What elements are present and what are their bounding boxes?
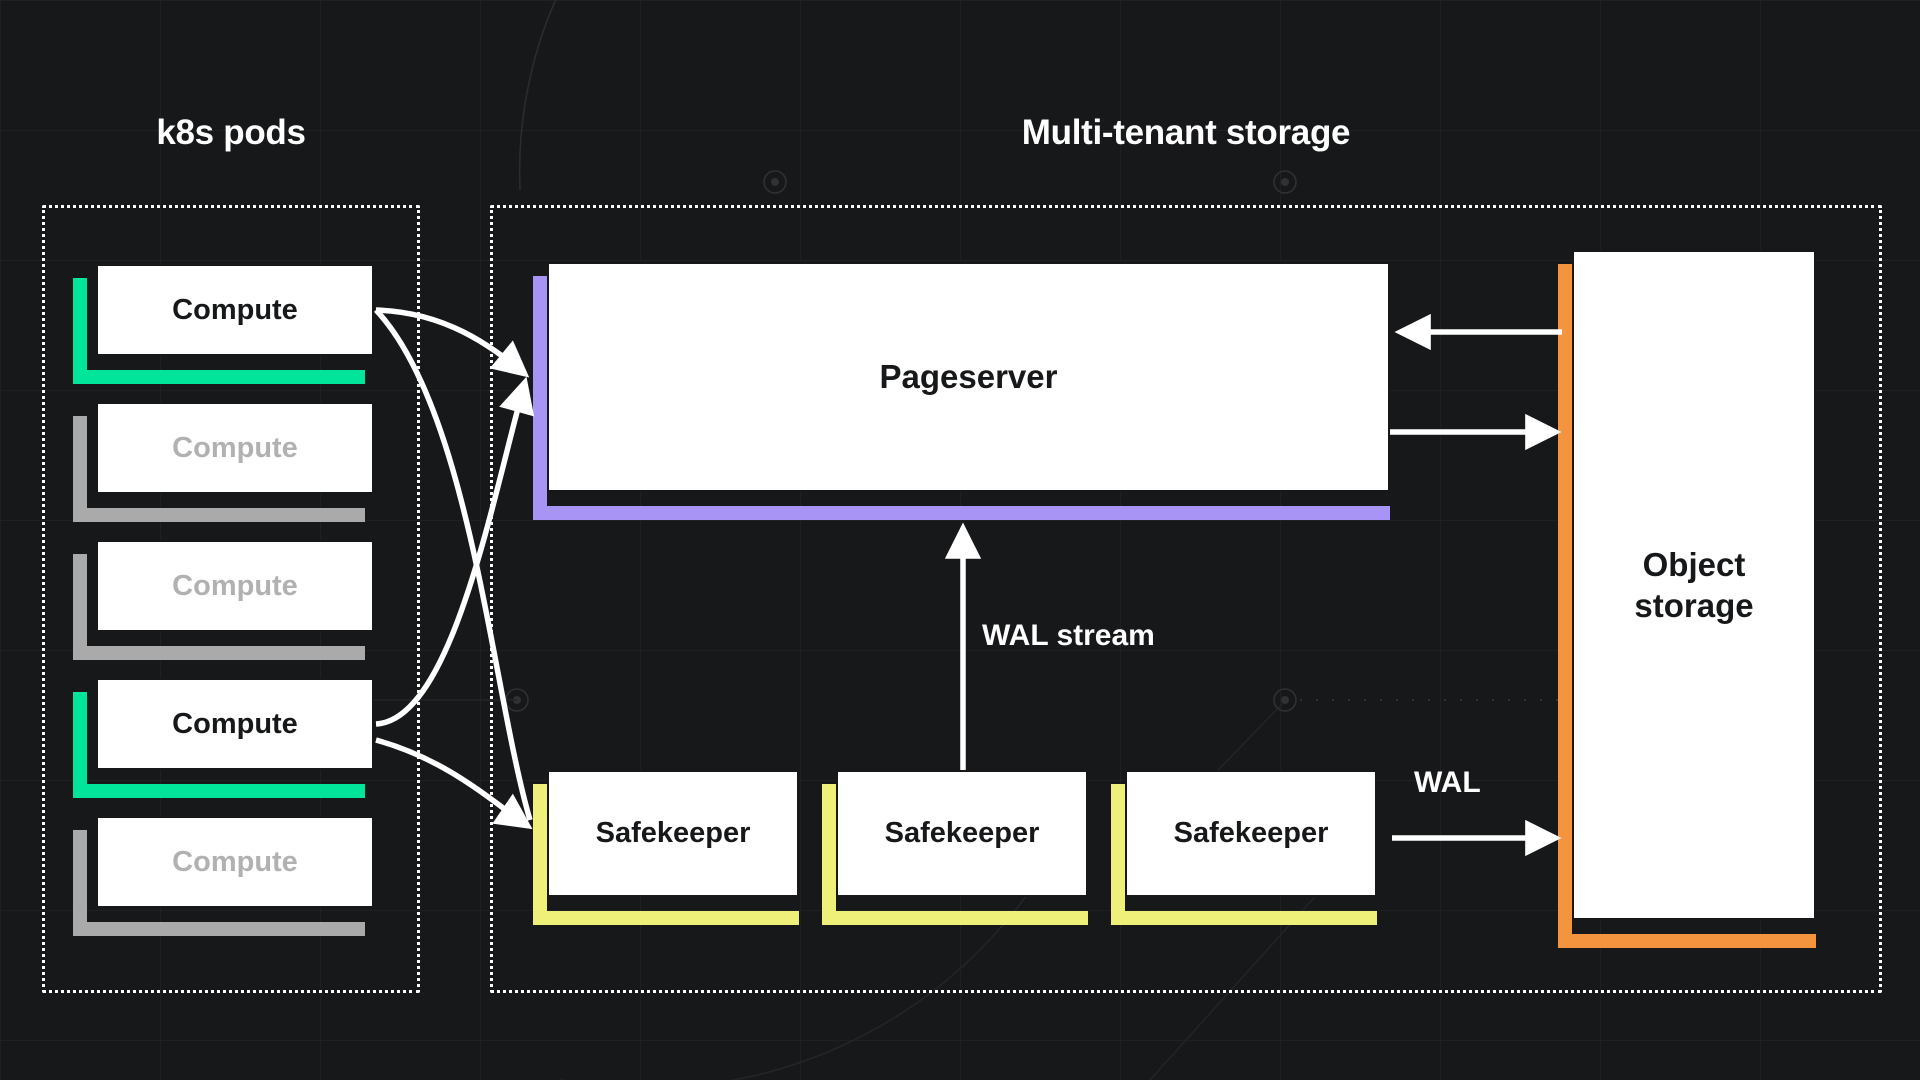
compute-node-1[interactable]: Compute [96,264,374,356]
object-storage-label: Object storage [1634,544,1753,627]
safekeeper-label: Safekeeper [1173,817,1329,849]
compute-node-2[interactable]: Compute [96,402,374,494]
object-storage-label-line2: storage [1634,587,1754,624]
compute-node-label: Compute [172,707,298,740]
safekeeper-node-3[interactable]: Safekeeper [1125,770,1377,897]
object-storage-label-line1: Object [1642,545,1746,583]
compute-node-5[interactable]: Compute [96,816,374,908]
safekeeper-label: Safekeeper [884,817,1040,849]
object-storage-node[interactable]: Object storage [1572,250,1816,920]
safekeeper-node-1[interactable]: Safekeeper [547,770,799,897]
safekeeper-node-2[interactable]: Safekeeper [836,770,1088,897]
compute-node-4[interactable]: Compute [96,678,374,770]
compute-node-label: Compute [172,569,298,602]
group-title-k8s-pods: k8s pods [156,113,306,152]
compute-node-label: Compute [172,293,298,326]
compute-node-3[interactable]: Compute [96,540,374,632]
edge-label-wal: WAL [1414,766,1481,799]
group-title-multi-tenant-storage: Multi-tenant storage [1021,113,1351,152]
pageserver-label: Pageserver [879,358,1058,395]
compute-node-label: Compute [172,431,298,464]
pageserver-node[interactable]: Pageserver [547,262,1390,492]
compute-node-label: Compute [172,845,298,878]
safekeeper-label: Safekeeper [595,817,751,849]
edge-label-wal-stream: WAL stream [982,619,1155,652]
